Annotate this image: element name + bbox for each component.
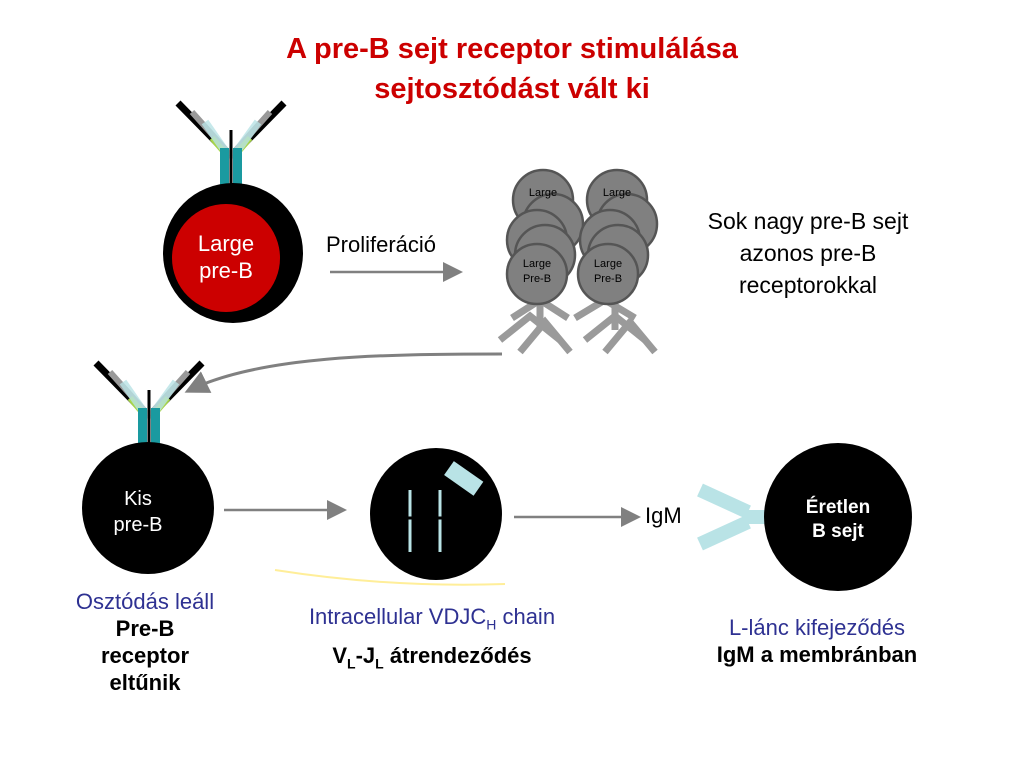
cluster-cell-label-1: Large	[528, 187, 558, 199]
rearrangement-description: Intracellular VDJCH chain VL-JL átrendez…	[262, 603, 602, 678]
large-pre-b-label: Large pre-B	[176, 230, 276, 284]
small-pre-b-receptor	[93, 360, 205, 448]
igm-label: IgM	[645, 503, 682, 528]
intracellular-heavy-chain	[402, 461, 484, 552]
light-chain-text: L-lánc kifejeződés	[728, 615, 906, 640]
immature-b-label-line-1: Éretlen	[805, 497, 871, 518]
vj-rearrangement-text: VL-JL átrendeződés	[332, 643, 532, 672]
large-pre-b-nucleus	[172, 204, 280, 312]
small-pre-b-description: Osztódás leáll Pre-B receptor eltűnik	[40, 588, 250, 696]
immature-b-label-line-2: B sejt	[812, 521, 864, 542]
decorative-curve	[274, 569, 506, 586]
cluster-cell-label-2: Large	[602, 187, 632, 199]
rearranging-cell	[370, 448, 502, 580]
small-pre-b-label: Kis pre-B	[98, 486, 178, 538]
division-stops-text: Osztódás leáll	[75, 589, 215, 614]
large-pre-b-label-line-1: Large	[197, 231, 255, 256]
cluster-cell-label-front-left: Large Pre-B	[522, 258, 552, 285]
proliferation-label: Proliferáció	[326, 232, 437, 257]
cluster-cell-label-front-right: Large Pre-B	[593, 258, 623, 285]
many-cells-description: Sok nagy pre-B sejt azonos pre-B recepto…	[707, 208, 909, 298]
small-pre-b-cell	[82, 442, 214, 574]
small-pre-b-label-line-2: pre-B	[113, 514, 163, 536]
intracellular-chain-text: Intracellular VDJCH chain	[308, 604, 556, 633]
large-pre-b-label-line-2: pre-B	[199, 258, 253, 283]
igm-receptor	[697, 483, 774, 551]
cell-cluster	[497, 168, 659, 355]
large-pre-b-receptor	[175, 100, 287, 190]
igm-membrane-text: IgM a membránban	[716, 642, 918, 667]
page-title-line-1: A pre-B sejt receptor stimulálása	[286, 33, 738, 65]
small-pre-b-label-line-1: Kis	[124, 488, 152, 510]
immature-b-cell	[764, 443, 912, 591]
page-title-line-2: sejtosztódást vált ki	[374, 73, 650, 105]
feedback-arrow	[184, 352, 503, 393]
immature-b-label: Éretlen B sejt	[778, 496, 898, 544]
immature-b-description: L-lánc kifejeződés IgM a membránban	[672, 614, 962, 668]
